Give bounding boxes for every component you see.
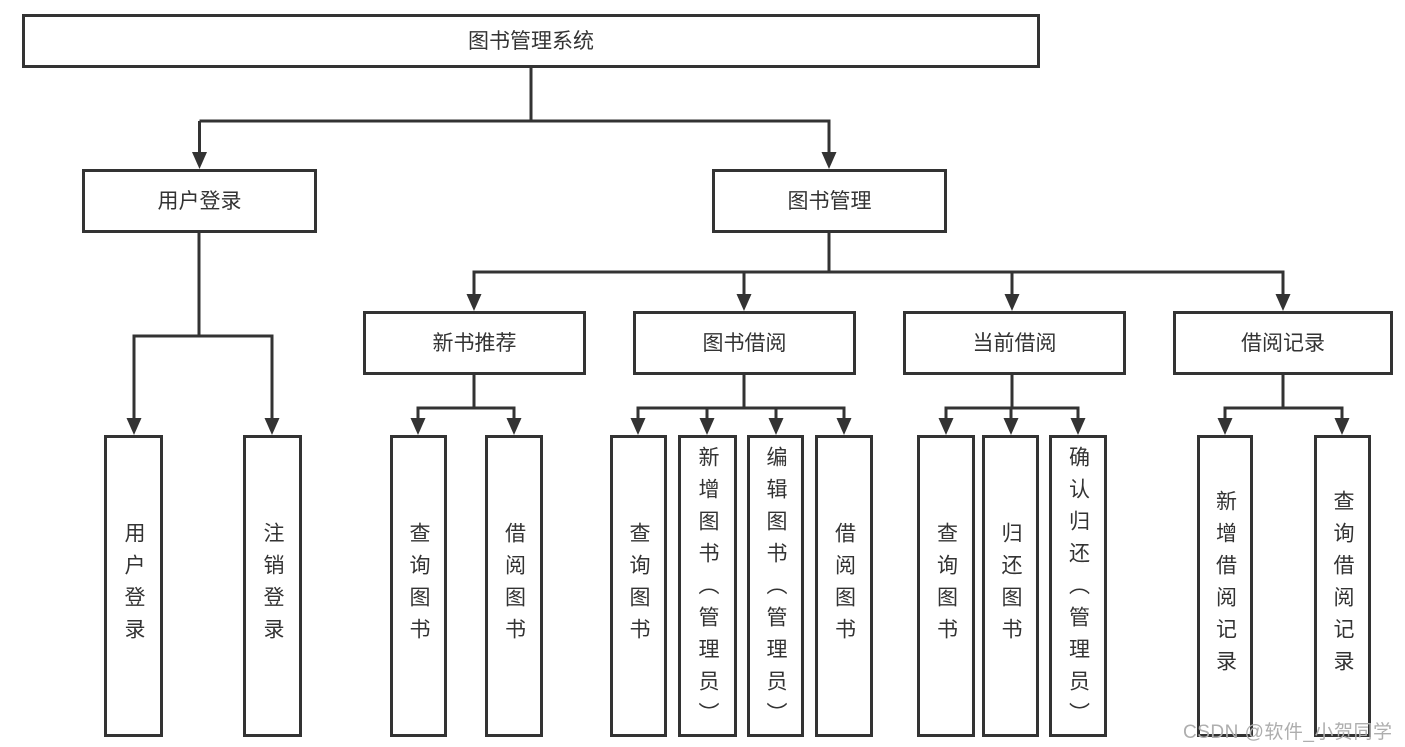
leaf-add-books-admin: 新增图书（管理员） [678,435,737,737]
leaf-borrow-books-recommend: 借阅图书 [485,435,543,737]
leaf-user-login: 用户登录 [104,435,163,737]
leaf-logout: 注销登录 [243,435,302,737]
node-book-borrow: 图书借阅 [633,311,856,375]
watermark-csdn: CSDN @软件_小贺同学 [1183,722,1393,743]
leaf-query-books-borrow: 查询图书 [610,435,667,737]
node-new-book-recommend: 新书推荐 [363,311,586,375]
leaf-add-borrow-record: 新增借阅记录 [1197,435,1253,737]
node-user-login: 用户登录 [82,169,317,233]
leaf-return-books: 归还图书 [982,435,1039,737]
leaf-query-books-recommend: 查询图书 [390,435,447,737]
leaf-confirm-return-admin: 确认归还（管理员） [1049,435,1107,737]
leaf-edit-books-admin: 编辑图书（管理员） [747,435,804,737]
node-book-management: 图书管理 [712,169,947,233]
node-library-management-system: 图书管理系统 [22,14,1040,68]
leaf-query-books-current: 查询图书 [917,435,975,737]
node-borrow-records: 借阅记录 [1173,311,1393,375]
leaf-borrow-books: 借阅图书 [815,435,873,737]
leaf-query-borrow-record: 查询借阅记录 [1314,435,1371,737]
node-current-borrow: 当前借阅 [903,311,1126,375]
